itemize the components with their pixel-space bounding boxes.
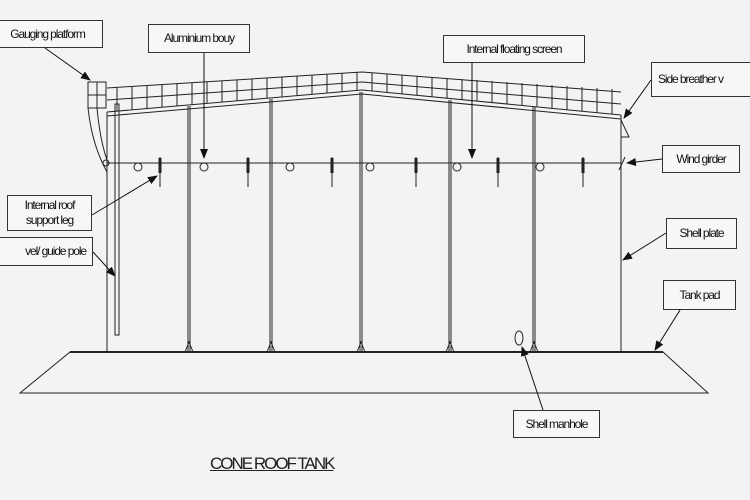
- label-guide-pole: vel/ guide pole: [0, 237, 93, 266]
- side-breather-vent: [620, 119, 630, 138]
- label-internal-floating-screen: Internal floating screen: [443, 35, 585, 63]
- label-line-2: support leg: [25, 213, 74, 227]
- label-gauging-platform: Gauging platform: [0, 20, 103, 48]
- label-wind-girder: Wind girder: [662, 145, 740, 173]
- railing-posts: [106, 72, 622, 114]
- aluminium-buoys: [102, 159, 545, 172]
- wind-girder: [618, 156, 626, 171]
- label-line-1: Internal roof: [24, 198, 76, 212]
- stairway: [87, 107, 108, 173]
- label-tank-pad: Tank pad: [663, 280, 736, 310]
- label-shell-plate: Shell plate: [666, 218, 737, 249]
- tank-pad: [18, 351, 710, 394]
- roof-columns: [184, 92, 539, 353]
- roof-railing: [106, 71, 622, 93]
- shell-manhole: [514, 330, 524, 346]
- label-side-breather-vent: Side breather v: [651, 62, 750, 97]
- label-shell-manhole: Shell manhole: [513, 410, 600, 438]
- label-aluminium-bouy: Aluminium bouy: [148, 24, 250, 53]
- diagram-title: CONE ROOF TANK: [210, 454, 335, 473]
- leader-arrows: [44, 47, 681, 411]
- roof-support-legs: [158, 157, 585, 187]
- label-internal-roof-support-leg: Internal roof support leg: [7, 195, 92, 231]
- guide-pole: [114, 103, 120, 336]
